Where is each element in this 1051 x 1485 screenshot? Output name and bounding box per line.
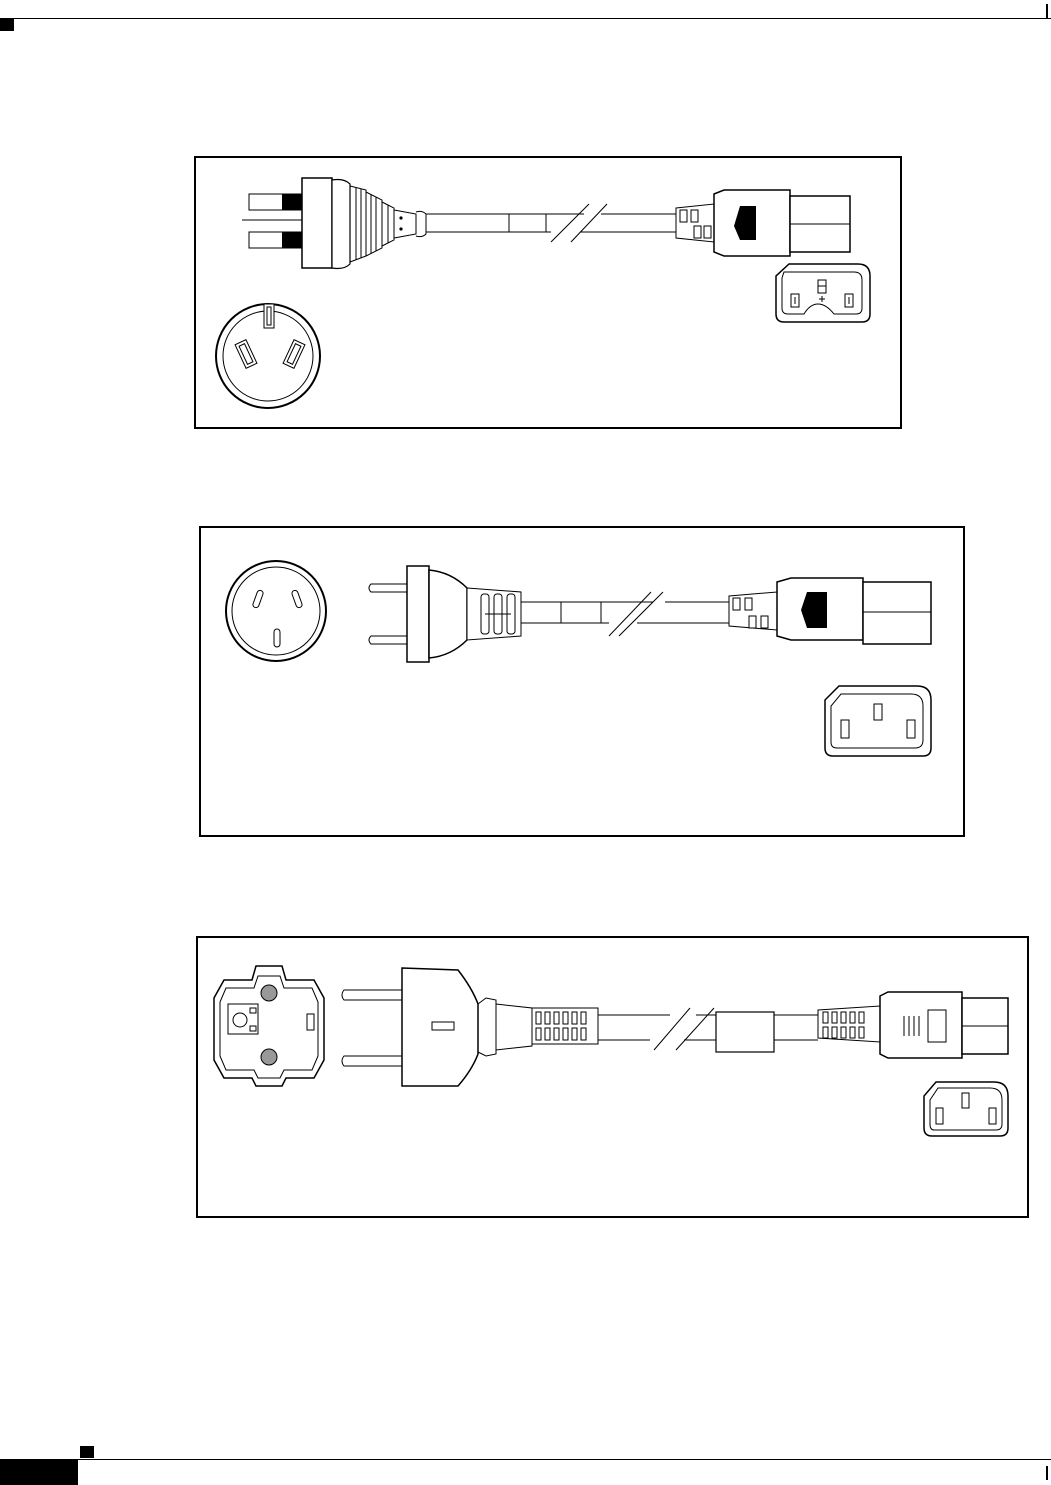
footer-rule: [0, 1459, 1051, 1460]
header-marker: [0, 19, 14, 31]
figure-1-drawing: [194, 156, 903, 430]
figure-2-drawing: [199, 526, 966, 838]
header-right-tick: [1046, 4, 1048, 18]
footer-marker: [80, 1446, 94, 1458]
figure-3-c13-face: [924, 1082, 1008, 1136]
figure-2-frame: [199, 526, 966, 838]
figure-1-c13-face: [776, 264, 870, 322]
figure-2-plug-face: [226, 561, 326, 661]
figure-3-plug-face: [214, 966, 324, 1086]
figure-1-frame: [194, 156, 903, 430]
footer-right-tick: [1046, 1466, 1048, 1480]
figure-2-c13-face: [825, 686, 931, 756]
figure-3-frame: [196, 936, 1030, 1219]
figure-1-plug-face: [216, 304, 320, 408]
figure-3-drawing: [196, 936, 1030, 1219]
header-rule: [0, 18, 1051, 19]
footer-page-box: [0, 1460, 78, 1485]
